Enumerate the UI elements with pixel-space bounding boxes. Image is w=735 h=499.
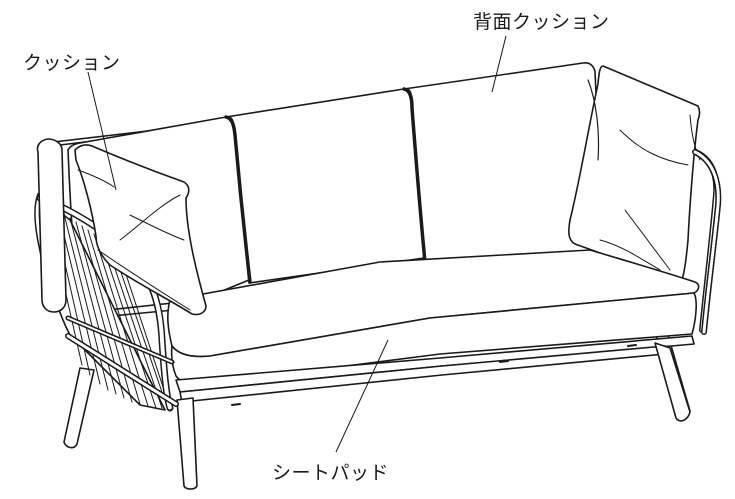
cushion-left [74,144,207,316]
leader-back-cushion [491,35,507,93]
seat-pad-label: シートパッド [272,462,390,484]
back-cushion-label: 背面クッション [473,11,610,33]
leader-seat-pad [335,339,389,453]
back-cushion-middle [225,87,425,284]
seat-cushion-top [167,249,700,358]
front-leg-left [63,367,95,449]
leader-cushion [87,71,117,191]
front-leg-right [654,342,691,422]
left-arm-post [36,138,67,313]
seat-cushion-front [170,292,697,385]
cushion-label: クッション [23,52,121,74]
front-leg-center-left [176,397,198,490]
